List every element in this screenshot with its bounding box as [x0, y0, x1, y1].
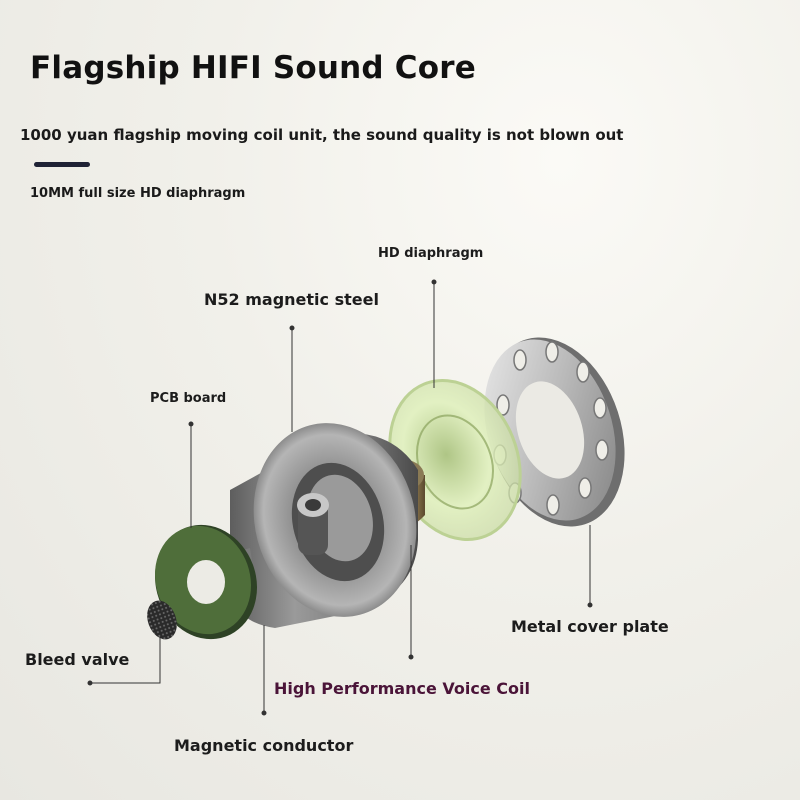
- label-bleed-valve: Bleed valve: [25, 650, 130, 669]
- magnet-assembly: [228, 423, 418, 628]
- page-subtitle: 1000 yuan flagship moving coil unit, the…: [20, 126, 624, 144]
- label-pcb-board: PCB board: [150, 391, 227, 406]
- label-metal-cover-plate: Metal cover plate: [511, 617, 669, 636]
- leader-lines: [87, 279, 593, 716]
- label-voice-coil: High Performance Voice Coil: [274, 679, 530, 698]
- label-hd-diaphragm: HD diaphragm: [378, 246, 484, 261]
- bleed-valve: [147, 600, 177, 640]
- label-n52-magnetic-steel: N52 magnetic steel: [204, 290, 379, 309]
- diaphragm-caption: 10MM full size HD diaphragm: [30, 186, 246, 201]
- pcb-board: [154, 524, 258, 640]
- label-magnetic-conductor: Magnetic conductor: [174, 736, 354, 755]
- accent-divider: [34, 162, 90, 167]
- page-title: Flagship HIFI Sound Core: [30, 50, 476, 86]
